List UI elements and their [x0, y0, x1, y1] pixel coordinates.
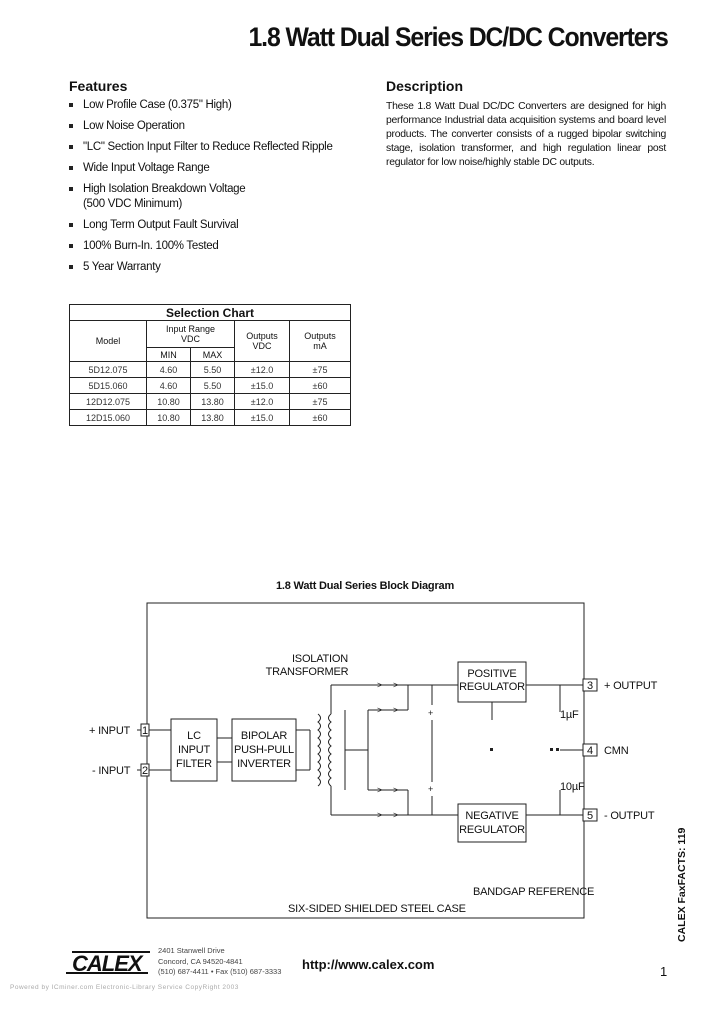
pin-3-label: 3 [587, 680, 593, 692]
footer-note: Powered by ICminer.com Electronic-Librar… [10, 984, 239, 991]
page-title: 1.8 Watt Dual Series DC/DC Converters [248, 22, 669, 52]
inverter-label-3: INVERTER [237, 758, 291, 770]
negative-regulator-box [457, 803, 527, 843]
feature-item: "LC" Section Input Filter to Reduce Refl… [68, 140, 333, 155]
svg-text:+: + [428, 708, 433, 718]
bandgap-label: BANDGAP REFERENCE [473, 886, 594, 898]
feature-item: Low Noise Operation [68, 119, 333, 134]
transformer-secondary [328, 713, 332, 787]
faxfacts-side-label: CALEX FaxFACTS: 119 [676, 827, 688, 942]
col-model: Model [69, 320, 147, 362]
feature-item-text: High Isolation Breakdown Voltage [83, 183, 246, 195]
output-minus-label: - OUTPUT [604, 810, 655, 822]
steel-case-outline [146, 602, 585, 919]
svg-text:>: > [393, 785, 398, 795]
pin-1-box [140, 723, 150, 737]
feature-item: Low Profile Case (0.375" High) [68, 98, 333, 113]
input-minus-label: - INPUT [92, 765, 131, 777]
pin-2-label: 2 [142, 765, 148, 777]
transformer-primary [317, 713, 321, 787]
features-list: Low Profile Case (0.375" High) Low Noise… [68, 98, 333, 281]
svg-text:CALEX: CALEX [72, 951, 144, 976]
description-text: These 1.8 Watt Dual DC/DC Converters are… [386, 101, 666, 168]
company-address: 2401 Stanwell Drive Concord, CA 94520-48… [158, 946, 282, 976]
lc-filter-box [170, 718, 218, 782]
lc-filter-label-3: FILTER [176, 758, 212, 770]
svg-text:+: + [428, 784, 433, 794]
pos-reg-label-2: REGULATOR [459, 681, 525, 693]
svg-text:>: > [393, 680, 398, 690]
inverter-label-2: PUSH-PULL [234, 744, 294, 756]
feature-item: Long Term Output Fault Survival [68, 218, 333, 233]
output-plus-label: + OUTPUT [604, 680, 658, 692]
case-label: SIX-SIDED SHIELDED STEEL CASE [288, 903, 466, 915]
pin-5-box [582, 808, 598, 822]
svg-text:>: > [377, 810, 382, 820]
pin-4-box [582, 743, 598, 757]
feature-item: 100% Burn-In. 100% Tested [68, 239, 333, 254]
lc-filter-label-1: LC [187, 730, 201, 742]
inverter-box [231, 718, 297, 782]
block-diagram-title: 1.8 Watt Dual Series Block Diagram [276, 580, 455, 592]
lc-filter-label-2: INPUT [178, 744, 210, 756]
svg-text:>: > [393, 810, 398, 820]
cap-1uf-label: 1µF [560, 709, 579, 721]
pos-reg-label-1: POSITIVE [467, 668, 516, 680]
svg-text:>: > [377, 785, 382, 795]
calex-logo: CALEX [66, 951, 150, 976]
isolation-note: (500 VDC Minimum) [83, 198, 183, 210]
feature-item: High Isolation Breakdown Voltage (500 VDC… [68, 182, 333, 212]
cap-10uf-label: 10µF [560, 781, 585, 793]
pin-1-label: 1 [142, 725, 148, 737]
feature-item: Wide Input Voltage Range [68, 161, 333, 176]
svg-text:>: > [377, 680, 382, 690]
features-heading: Features [69, 78, 128, 94]
feature-item: 5 Year Warranty [68, 260, 333, 275]
pin-2-box [140, 763, 150, 777]
transformer-label-2: TRANSFORMER [266, 666, 349, 678]
neg-reg-label-2: REGULATOR [459, 824, 525, 836]
output-cmn-label: CMN [604, 745, 629, 757]
pin-3-box [582, 678, 598, 692]
svg-text:>: > [393, 705, 398, 715]
inverter-label-1: BIPOLAR [241, 730, 288, 742]
svg-text:>: > [377, 705, 382, 715]
page-number: 1 [660, 964, 668, 979]
website-link[interactable]: http://www.calex.com [302, 957, 435, 972]
description-heading: Description [386, 78, 464, 94]
transformer-label-1: ISOLATION [292, 653, 348, 665]
input-plus-label: + INPUT [89, 725, 131, 737]
pin-4-label: 4 [587, 745, 593, 757]
neg-reg-label-1: NEGATIVE [465, 810, 518, 822]
pin-5-label: 5 [587, 810, 593, 822]
